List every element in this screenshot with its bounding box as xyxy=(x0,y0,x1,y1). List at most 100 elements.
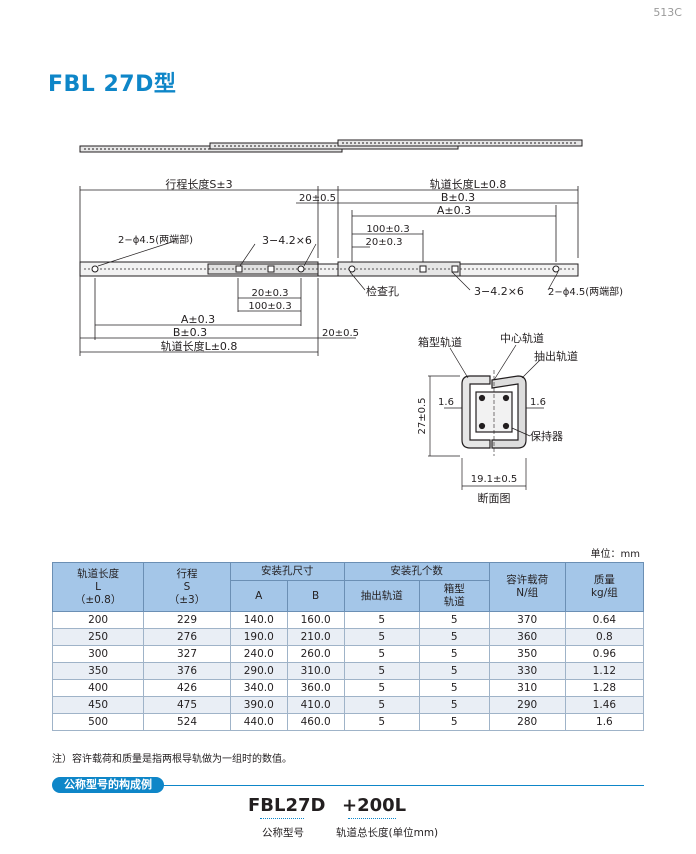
side-view-rails xyxy=(79,261,579,277)
pitch-20-bottom: 20±0.3 xyxy=(251,288,288,299)
table-cell: 5 xyxy=(418,611,490,629)
table-cell: 410.0 xyxy=(286,696,345,714)
table-cell: 5 xyxy=(418,679,490,697)
section-caption: 断面图 xyxy=(478,491,511,505)
table-cell: 340.0 xyxy=(229,679,288,697)
rail-length-bottom-dim: 轨道长度L±0.8 xyxy=(161,339,238,353)
col-load: 容许载荷 N/组 xyxy=(488,562,566,612)
table-cell: 5 xyxy=(418,713,490,731)
table-cell: 475 xyxy=(143,696,231,714)
col-a: A xyxy=(229,580,288,612)
box-rail-label: 箱型轨道 xyxy=(418,335,462,349)
table-cell: 250 xyxy=(51,628,145,646)
a-top-dim: A±0.3 xyxy=(437,204,471,217)
table-cell: 327 xyxy=(143,645,231,663)
table-cell: 426 xyxy=(143,679,231,697)
table-cell: 229 xyxy=(143,611,231,629)
col-mass: 质量 kg/组 xyxy=(564,562,645,612)
table-cell: 0.8 xyxy=(564,628,645,646)
center-rail-label: 中心轨道 xyxy=(500,331,544,345)
table-cell: 5 xyxy=(343,713,420,731)
pitch-20-top: 20±0.3 xyxy=(365,237,402,248)
table-cell: 280 xyxy=(488,713,566,731)
spec-table: 轨道长度 L （±0.8） 行程 S （±3） 安装孔尺寸 安装孔个数 容许载荷… xyxy=(51,562,645,731)
table-cell: 5 xyxy=(343,611,420,629)
example-heading-bar: 公称型号的构成例 xyxy=(52,777,644,793)
extended-slide-view xyxy=(79,139,583,153)
model-code-label: 公称型号 xyxy=(262,827,304,839)
offset-20-right: 20±0.5 xyxy=(299,193,336,204)
table-cell: 190.0 xyxy=(229,628,288,646)
table-cell: 0.64 xyxy=(564,611,645,629)
holes-mid-top-callout: 3−4.2×6 xyxy=(262,234,312,247)
table-cell: 300 xyxy=(51,645,145,663)
stroke-dim: 行程长度S±3 xyxy=(165,177,232,191)
table-cell: 1.6 xyxy=(564,713,645,731)
b-bottom-dim: B±0.3 xyxy=(173,326,207,339)
model-code-dotline xyxy=(260,818,304,819)
table-cell: 5 xyxy=(418,662,490,680)
b-top-dim: B±0.3 xyxy=(441,191,475,204)
table-cell: 160.0 xyxy=(286,611,345,629)
table-cell: 330 xyxy=(488,662,566,680)
model-code: FBL27D xyxy=(248,795,326,816)
col-hole-dim: 安装孔尺寸 xyxy=(229,562,345,581)
table-cell: 5 xyxy=(418,628,490,646)
table-cell: 140.0 xyxy=(229,611,288,629)
table-cell: 360 xyxy=(488,628,566,646)
table-cell: 5 xyxy=(343,662,420,680)
table-cell: 350 xyxy=(51,662,145,680)
inspection-hole-callout: 检查孔 xyxy=(366,284,399,298)
col-hole-count: 安装孔个数 xyxy=(343,562,490,581)
technical-drawing: 行程长度S±3 轨道长度L±0.8 20±0.5 B±0.3 A±0.3 100… xyxy=(79,139,623,505)
example-heading: 公称型号的构成例 xyxy=(52,777,164,793)
holes-left-callout: 2−ϕ4.5(两端部) xyxy=(118,233,193,246)
table-cell: 1.28 xyxy=(564,679,645,697)
table-cell: 240.0 xyxy=(229,645,288,663)
holes-right-callout: 2−ϕ4.5(两端部) xyxy=(548,285,623,298)
table-cell: 310.0 xyxy=(286,662,345,680)
table-cell: 260.0 xyxy=(286,645,345,663)
offset-20-left: 20±0.5 xyxy=(322,328,359,339)
length-code-label: 轨道总长度(单位mm) xyxy=(336,827,439,839)
col-b: B xyxy=(286,580,345,612)
retainer-label: 保持器 xyxy=(530,429,563,443)
col-stroke: 行程 S （±3） xyxy=(143,562,231,612)
table-cell: 370 xyxy=(488,611,566,629)
page-title: FBL 27D型 xyxy=(48,72,177,97)
table-cell: 500 xyxy=(51,713,145,731)
table-cell: 310 xyxy=(488,679,566,697)
table-cell: 376 xyxy=(143,662,231,680)
holes-mid-bottom-callout: 3−4.2×6 xyxy=(474,285,524,298)
table-cell: 290 xyxy=(488,696,566,714)
table-cell: 350 xyxy=(488,645,566,663)
col-rail-length: 轨道长度 L （±0.8） xyxy=(51,562,145,612)
table-cell: 5 xyxy=(343,679,420,697)
col-inner-rail: 抽出轨道 xyxy=(343,580,420,612)
length-code-dotline xyxy=(348,818,396,819)
table-cell: 390.0 xyxy=(229,696,288,714)
table-cell: 5 xyxy=(343,628,420,646)
table-cell: 5 xyxy=(343,645,420,663)
example-divider xyxy=(162,785,644,786)
table-cell: 524 xyxy=(143,713,231,731)
section-height-dim: 27±0.5 xyxy=(417,397,428,434)
a-bottom-dim: A±0.3 xyxy=(181,313,215,326)
table-cell: 210.0 xyxy=(286,628,345,646)
pitch-100-top: 100±0.3 xyxy=(366,224,409,235)
table-cell: 1.12 xyxy=(564,662,645,680)
inner-rail-label: 抽出轨道 xyxy=(534,349,578,363)
rail-length-top-dim: 轨道长度L±0.8 xyxy=(430,177,507,191)
table-cell: 400 xyxy=(51,679,145,697)
table-cell: 200 xyxy=(51,611,145,629)
table-note: 注）容许载荷和质量是指两根导轨做为一组时的数值。 xyxy=(52,754,292,765)
table-cell: 450 xyxy=(51,696,145,714)
table-cell: 1.46 xyxy=(564,696,645,714)
